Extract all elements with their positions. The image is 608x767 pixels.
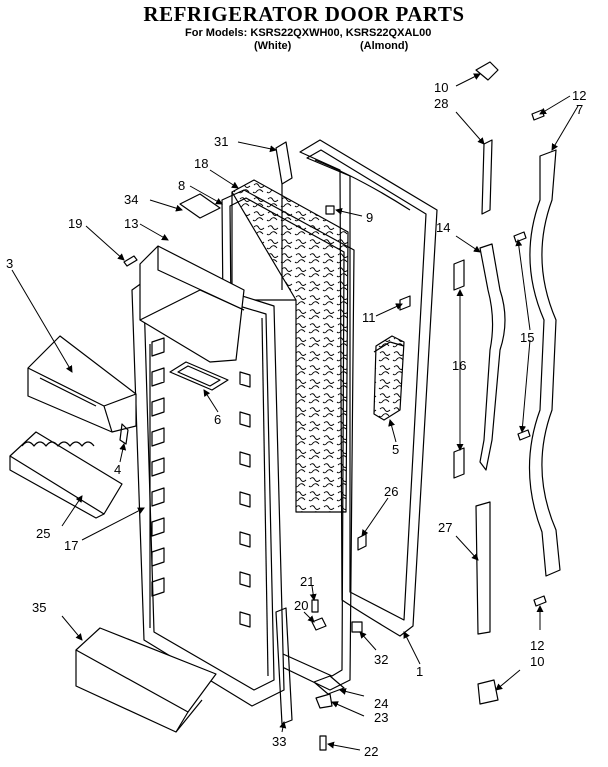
callout-20: 20 [294, 598, 308, 613]
page-title: REFRIGERATOR DOOR PARTS [143, 2, 465, 26]
door-handle [528, 149, 561, 577]
callout-12-bottom: 12 [530, 638, 544, 653]
callout-25: 25 [36, 526, 50, 541]
callout-14: 14 [436, 220, 450, 235]
butter-tray [169, 361, 229, 391]
egg-tray [9, 431, 123, 519]
callout-21: 21 [300, 574, 314, 589]
callout-33: 33 [272, 734, 286, 749]
callout-22: 22 [364, 744, 378, 759]
callout-16: 16 [452, 358, 466, 373]
callout-18: 18 [194, 156, 208, 171]
callout-5: 5 [392, 442, 399, 457]
callout-34: 34 [124, 192, 138, 207]
filter-block [373, 335, 405, 421]
variant-white-label: (White) [254, 40, 292, 52]
callout-9: 9 [366, 210, 373, 225]
callout-32: 32 [374, 652, 388, 667]
callout-19: 19 [68, 216, 82, 231]
callout-13: 13 [124, 216, 138, 231]
door-shelf-bin [75, 627, 217, 733]
callout-7: 7 [576, 102, 583, 117]
callout-17: 17 [64, 538, 78, 553]
bottom-trim-strip [275, 607, 293, 725]
variant-almond-label: (Almond) [360, 40, 409, 52]
callout-26: 26 [384, 484, 398, 499]
bottom-hinge-parts [313, 675, 345, 751]
top-hinge [475, 61, 499, 215]
lower-hinge-cap [477, 679, 499, 705]
callout-4: 4 [114, 462, 121, 477]
callout-1: 1 [416, 664, 423, 679]
callout-35: 35 [32, 600, 46, 615]
dairy-door [27, 335, 137, 433]
callout-3: 3 [6, 256, 13, 271]
liner-shelf-ribs [151, 337, 251, 628]
callout-31: 31 [214, 134, 228, 149]
callout-11: 11 [362, 310, 376, 325]
hinge-strip [275, 141, 293, 290]
callout-24: 24 [374, 696, 388, 711]
models-line: For Models: KSRS22QXWH00, KSRS22QXAL00 [185, 27, 432, 39]
callout-23: 23 [374, 710, 388, 725]
callout-10-bottom: 10 [530, 654, 544, 669]
leader-lines [11, 73, 579, 751]
callout-6: 6 [214, 412, 221, 427]
callout-28: 28 [434, 96, 448, 111]
callout-labels: 31 18 8 34 13 19 3 9 11 6 5 4 25 17 26 2… [6, 80, 586, 759]
callout-10-top: 10 [434, 80, 448, 95]
dairy-compartment [139, 193, 245, 363]
callout-27: 27 [438, 520, 452, 535]
callout-15: 15 [520, 330, 534, 345]
handle-brackets [453, 243, 506, 635]
callout-12-top: 12 [572, 88, 586, 103]
callout-8: 8 [178, 178, 185, 193]
